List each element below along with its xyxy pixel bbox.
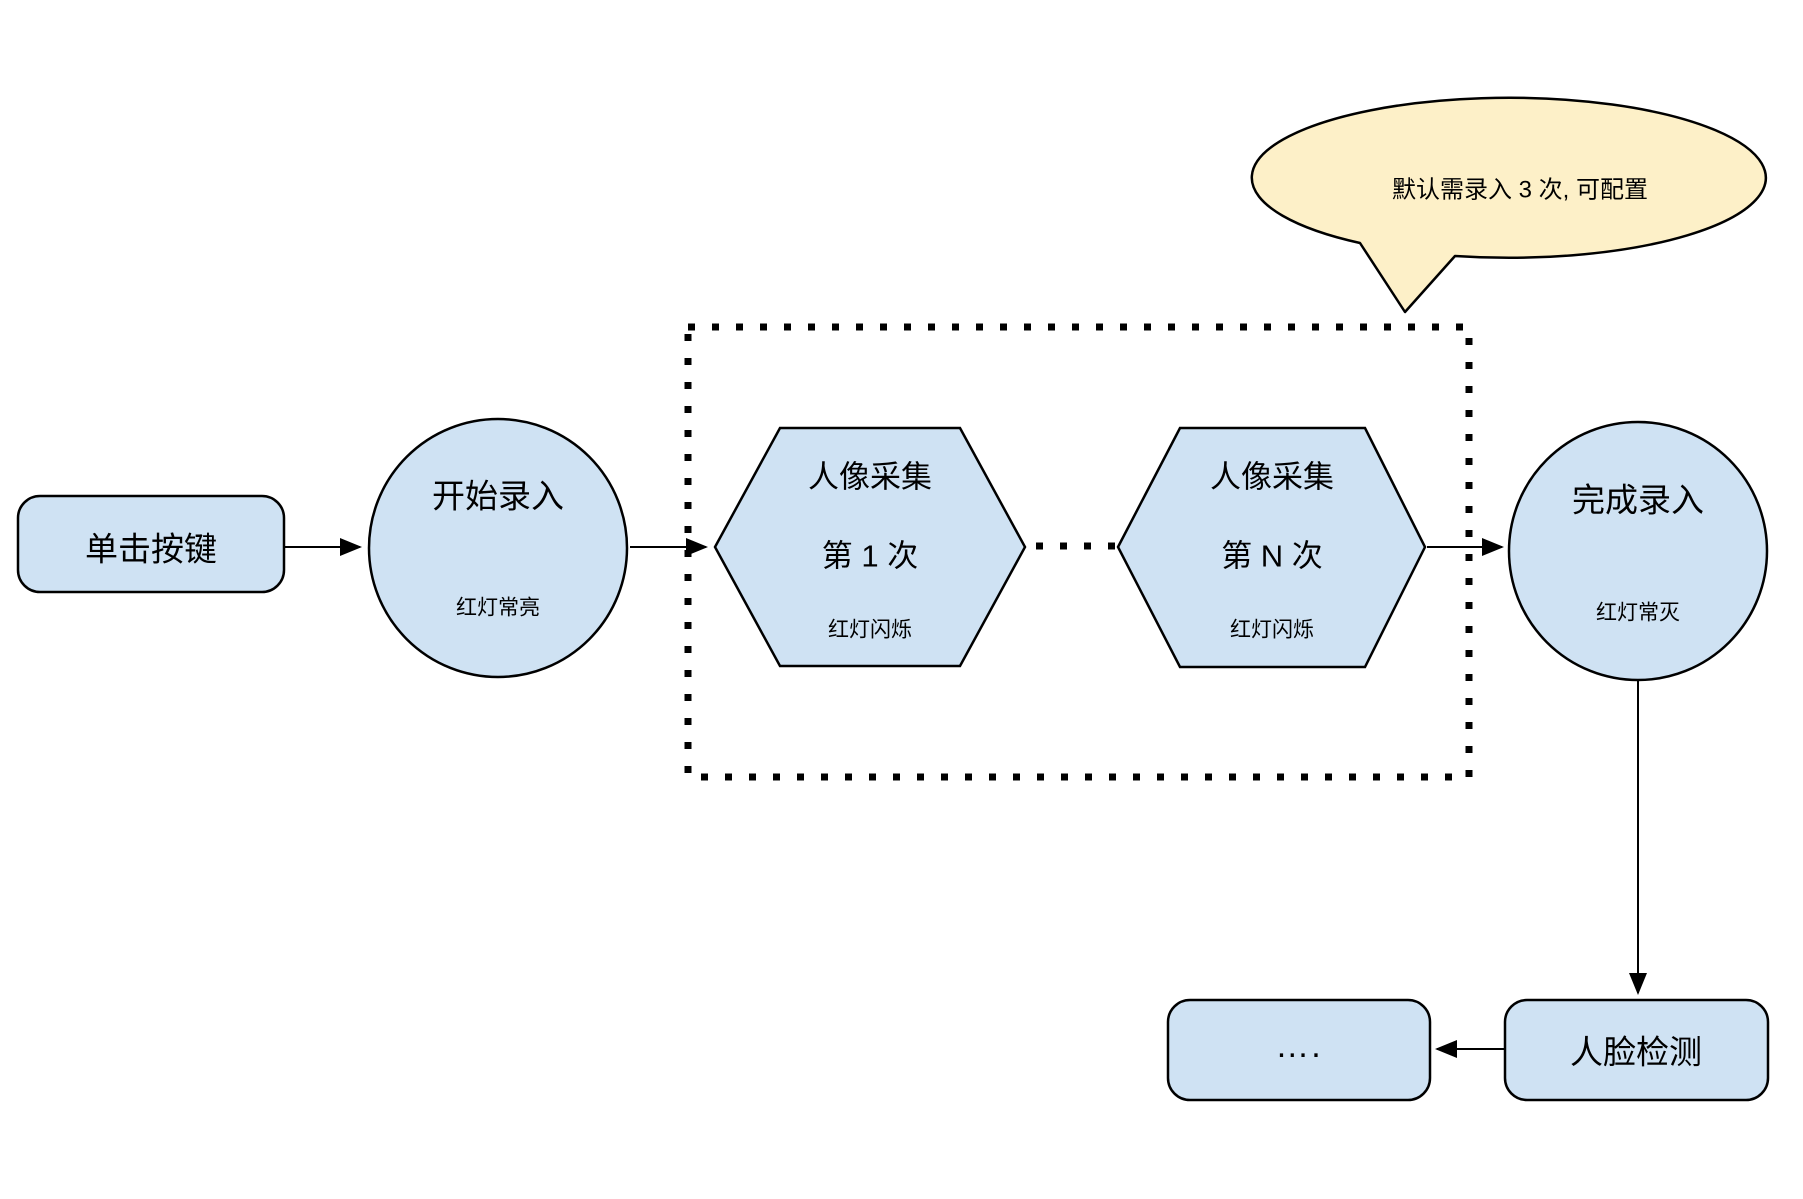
capture-nth-count: 第 N 次 bbox=[1221, 539, 1323, 574]
capture-nth-hexagon bbox=[1116, 426, 1427, 669]
node-capture-nth: 人像采集 第 N 次 红灯闪烁 bbox=[1116, 426, 1427, 669]
start-entry-circle bbox=[367, 417, 629, 679]
start-button-label: 单击按键 bbox=[85, 531, 217, 568]
finish-entry-status: 红灯常灭 bbox=[1596, 602, 1680, 625]
callout-bubble: 默认需录入 3 次, 可配置 bbox=[1250, 96, 1767, 314]
callout-bubble-shape bbox=[1250, 96, 1767, 314]
capture-nth-title: 人像采集 bbox=[1210, 460, 1334, 495]
more-label: …. bbox=[1275, 1027, 1322, 1065]
capture-first-title: 人像采集 bbox=[808, 460, 932, 495]
start-entry-title: 开始录入 bbox=[432, 478, 564, 515]
callout-text: 默认需录入 3 次, 可配置 bbox=[1392, 177, 1648, 204]
node-face-detect: 人脸检测 bbox=[1503, 998, 1770, 1102]
capture-first-hexagon bbox=[713, 426, 1027, 668]
finish-entry-title: 完成录入 bbox=[1572, 482, 1704, 519]
node-finish-entry: 完成录入 红灯常灭 bbox=[1507, 420, 1769, 682]
node-start-entry: 开始录入 红灯常亮 bbox=[367, 417, 629, 679]
node-start-button: 单击按键 bbox=[16, 494, 286, 594]
node-more: …. bbox=[1166, 998, 1432, 1102]
finish-entry-circle bbox=[1507, 420, 1769, 682]
capture-first-count: 第 1 次 bbox=[822, 539, 918, 574]
capture-first-status: 红灯闪烁 bbox=[828, 619, 912, 642]
node-capture-first: 人像采集 第 1 次 红灯闪烁 bbox=[713, 426, 1027, 668]
more-box bbox=[1166, 998, 1432, 1102]
capture-loop-dotted-region bbox=[684, 323, 1473, 781]
capture-nth-status: 红灯闪烁 bbox=[1230, 619, 1314, 642]
face-detect-box bbox=[1503, 998, 1770, 1102]
face-detect-label: 人脸检测 bbox=[1570, 1034, 1702, 1071]
start-entry-status: 红灯常亮 bbox=[456, 597, 540, 620]
start-button-box bbox=[16, 494, 286, 594]
